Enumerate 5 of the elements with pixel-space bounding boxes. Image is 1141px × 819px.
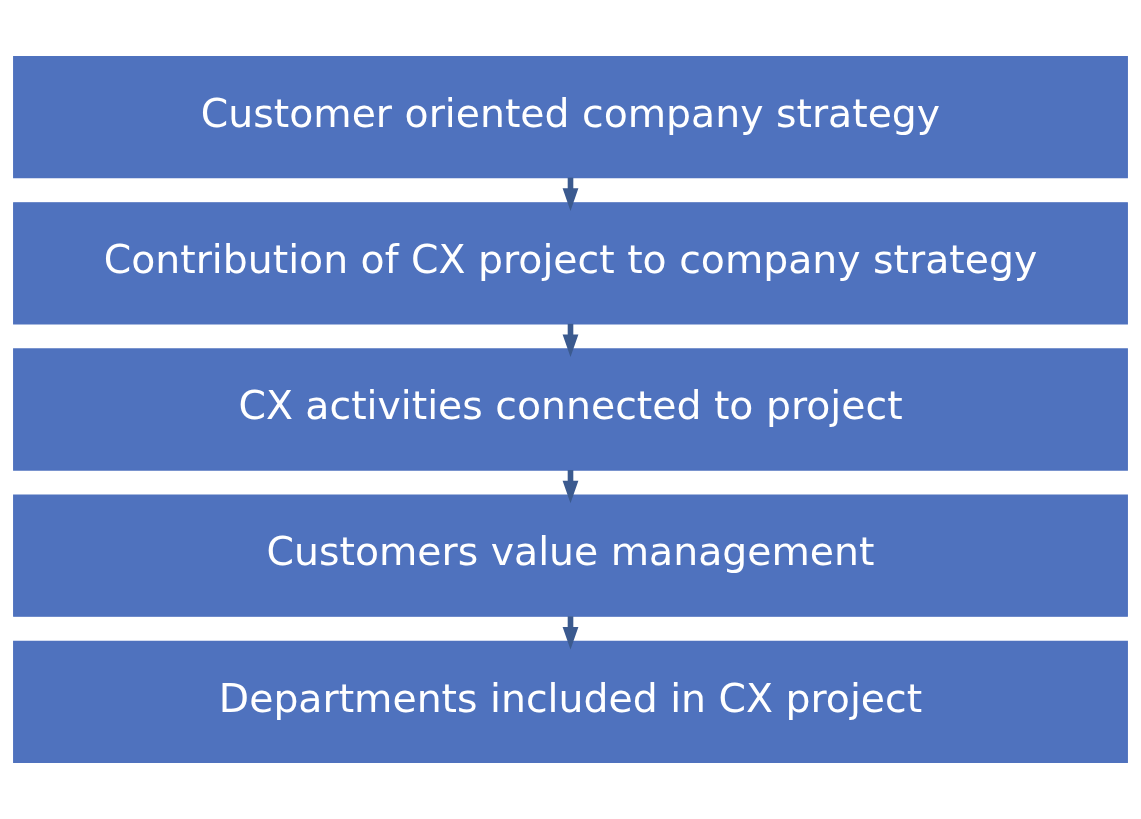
node-box: Customers value management xyxy=(13,494,1128,617)
node-box: Departments included in CX project xyxy=(13,640,1128,764)
node-box: Customer oriented company strategy xyxy=(13,55,1128,179)
node-box: Contribution of CX project to company strategy xyxy=(13,202,1128,325)
node-box: CX activities connected to project xyxy=(13,348,1128,471)
